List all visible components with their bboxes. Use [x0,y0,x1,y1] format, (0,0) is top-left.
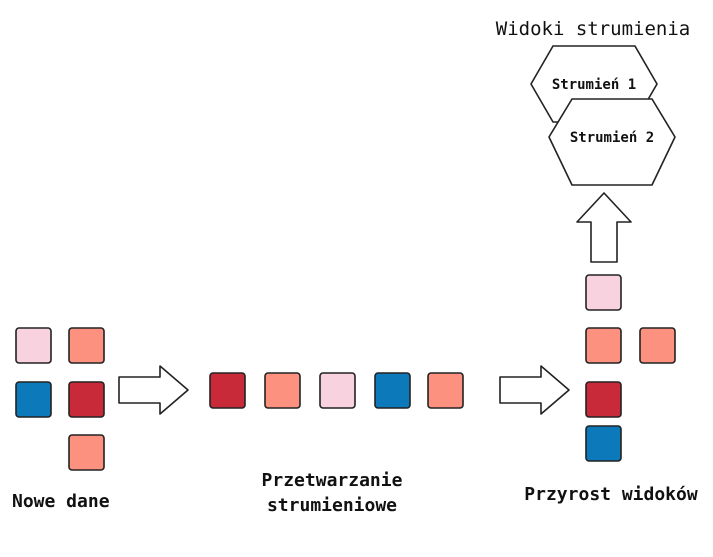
new-data-label: Nowe dane [12,491,110,512]
stream-block-1 [209,372,246,409]
stream-processing-label-line2: strumieniowe [267,495,397,516]
new-data-block-5 [68,434,105,471]
increment-block-2 [585,327,622,364]
stream-block-3 [319,372,356,409]
stream-block-4 [374,372,411,409]
increment-block-3 [639,327,676,364]
new-data-block-2 [68,327,105,364]
view-increment-label: Przyrost widoków [524,484,698,505]
right-arrow-icon [499,365,570,415]
stream-processing-label-line1: Przetwarzanie [262,470,403,491]
stream-2-hexagon: Strumień 2 [548,98,676,186]
stream-2-label: Strumień 2 [570,130,654,146]
new-data-block-1 [15,327,52,364]
up-arrow-icon [576,192,632,263]
right-arrow-icon [118,365,189,415]
increment-block-1 [585,274,622,311]
stream-1-label: Strumień 1 [552,77,636,93]
increment-cluster [585,274,676,462]
stream-block-5 [427,372,464,409]
increment-block-5 [585,425,622,462]
new-data-block-3 [15,381,52,418]
stream-block-2 [264,372,301,409]
new-data-cluster [15,327,105,471]
increment-block-4 [585,381,622,418]
stream-blocks-row [209,372,464,409]
new-data-block-4 [68,381,105,418]
stream-views-title: Widoki strumienia [496,18,690,40]
